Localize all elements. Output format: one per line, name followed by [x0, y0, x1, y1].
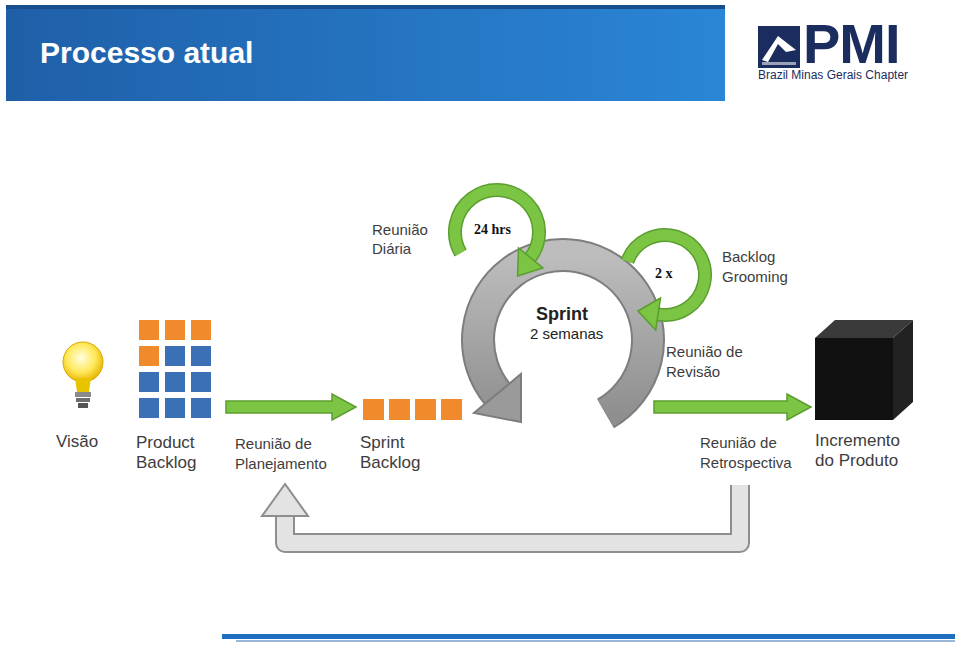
grooming-loop-arrow — [627, 235, 705, 330]
logo-subtitle: Brazil Minas Gerais Chapter — [758, 68, 908, 82]
sprint-title: Sprint — [530, 304, 650, 324]
node-label: Visão — [56, 432, 120, 452]
product-backlog-node: Product Backlog — [136, 318, 222, 473]
flow-arrow-shape — [226, 394, 356, 420]
meeting-label: Reunião de Revisão — [666, 342, 766, 382]
footer-line-shadow — [236, 640, 955, 642]
flow-arrow-shape — [654, 394, 811, 420]
sprint-duration: 2 semanas — [530, 324, 650, 344]
slide-title: Processo atual — [40, 36, 253, 70]
meeting-label: Reunião de Retrospectiva — [700, 433, 800, 473]
meeting-label: Reunião Diária — [372, 220, 442, 258]
footer-line — [222, 634, 955, 639]
meeting-label: Reunião de Planejamento — [235, 434, 347, 474]
flow-arrow — [226, 394, 356, 420]
sprint-circle: Sprint2 semanas — [470, 250, 650, 430]
meeting-label: Backlog Grooming — [722, 247, 822, 287]
sprint-backlog-node: Sprint Backlog — [360, 397, 450, 473]
title-bar-edge — [6, 5, 725, 9]
logo-icon — [758, 26, 800, 68]
node-label: Sprint Backlog — [360, 433, 450, 473]
product-cube — [815, 320, 913, 420]
increment-node: Incremento do Produto — [815, 318, 915, 471]
node-label: Incremento do Produto — [815, 431, 915, 471]
backlog-grid — [139, 320, 211, 418]
logo-text: PMI — [803, 14, 900, 74]
feedback-loop-arrow — [262, 484, 740, 543]
sprint-backlog-items — [363, 399, 462, 420]
node-label: Product Backlog — [136, 433, 222, 473]
cycle-label: 2 x — [655, 266, 673, 282]
flow-arrow — [654, 394, 811, 420]
daily-loop-arrow — [455, 190, 543, 276]
cycle-label: 24 hrs — [473, 222, 512, 238]
title-bar — [6, 5, 725, 101]
light-bulb — [63, 342, 103, 408]
vision-node: Visão — [56, 335, 120, 452]
